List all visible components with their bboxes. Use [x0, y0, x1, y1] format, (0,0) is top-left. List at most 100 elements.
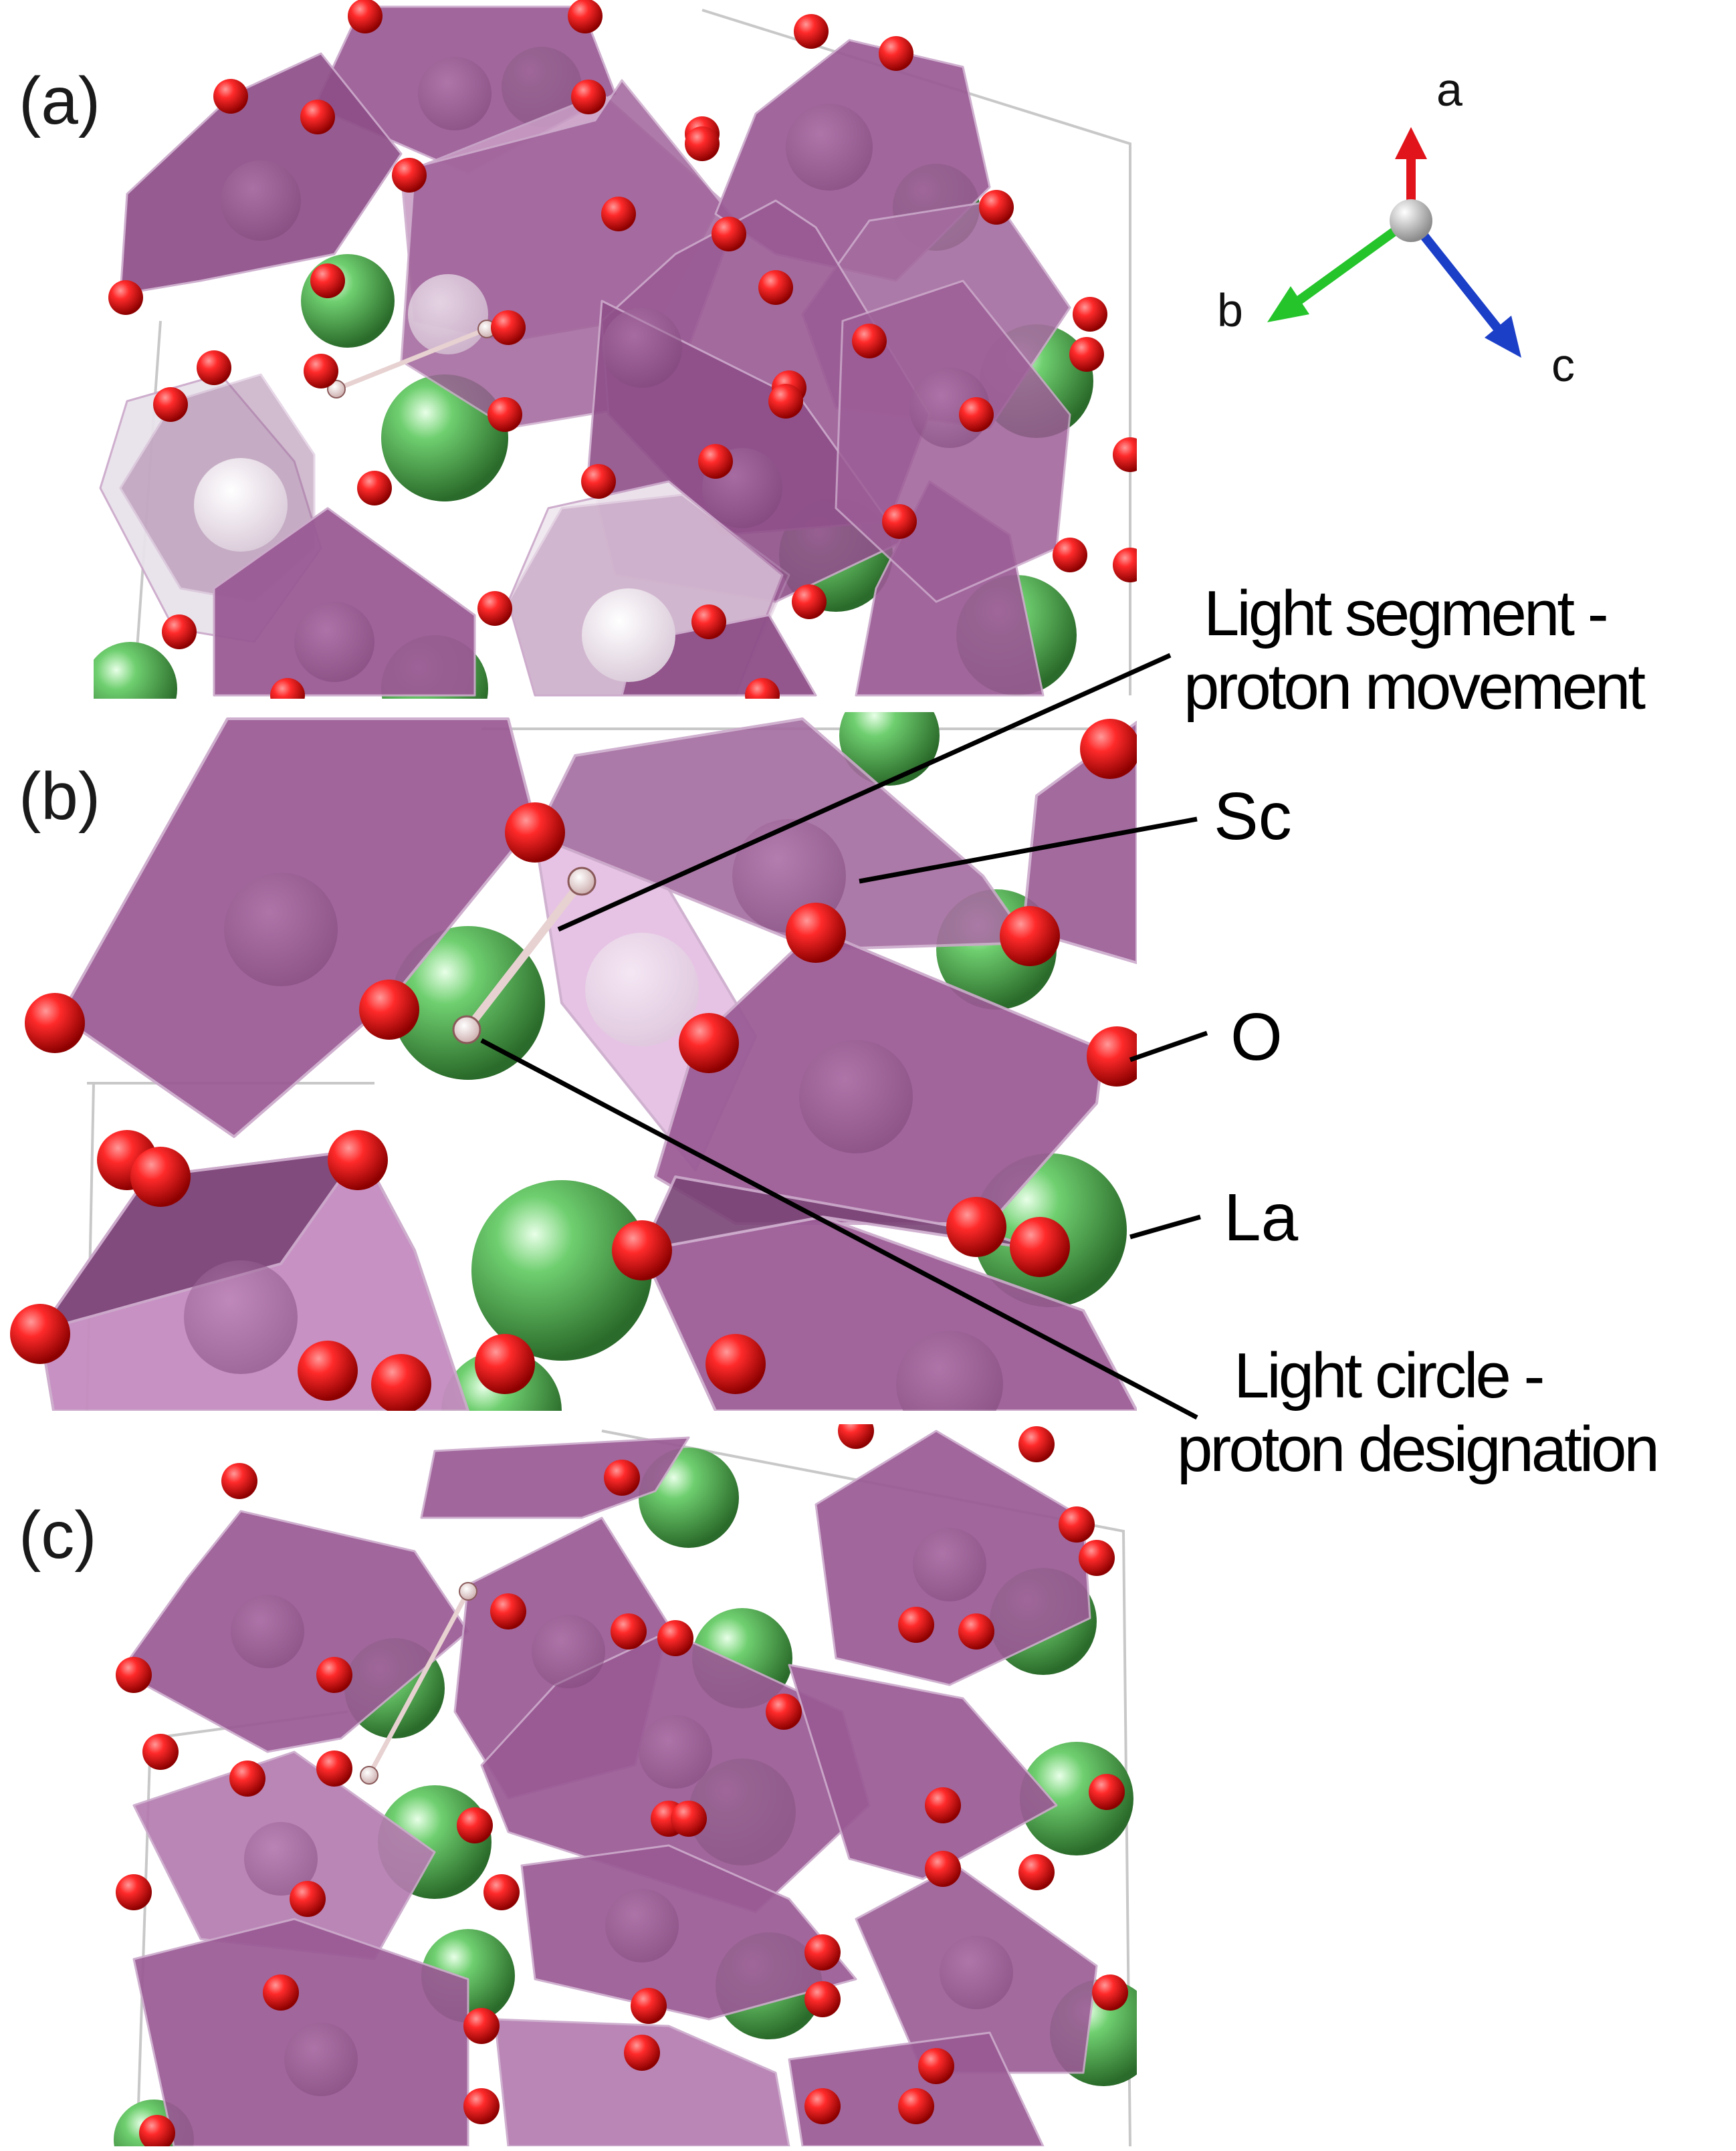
oxygen-atom-icon — [477, 591, 512, 626]
oxygen-atom-icon — [898, 1607, 934, 1643]
sc-atoms-layer — [184, 819, 1003, 1411]
oxygen-atom-icon — [290, 1881, 326, 1917]
oxygen-atom-icon — [581, 464, 616, 499]
oxygen-atom-icon — [1113, 548, 1137, 582]
oxygen-atom-icon — [221, 1463, 257, 1499]
oxygen-atom-icon — [108, 280, 143, 315]
white-sites-layer — [194, 274, 675, 682]
oxygen-atom-icon — [768, 384, 803, 419]
segment-note-line1: Light segment - — [1204, 578, 1606, 649]
oxygen-atom-icon — [657, 1620, 693, 1656]
oxygen-atom-icon — [304, 354, 338, 388]
oxygen-atom-icon — [604, 1460, 640, 1496]
oxygen-atom-icon — [918, 2048, 954, 2084]
axis-a-label: a — [1436, 64, 1462, 116]
oxygen-atom-icon — [197, 350, 231, 385]
proton-path-b — [452, 867, 596, 1044]
oxygen-atom-icon — [786, 903, 846, 963]
oxygen-atom-icon — [624, 2035, 660, 2071]
oxygen-atom-icon — [263, 1974, 299, 2011]
annotations: Light segment - proton movement Sc O La … — [480, 578, 1660, 1485]
oxygen-atom-icon — [804, 1934, 841, 1970]
la-atoms-layer — [391, 712, 1127, 1411]
oxygen-atom-icon — [1079, 1540, 1115, 1576]
oxygen-atom-icon — [1087, 1026, 1137, 1087]
oxygen-atom-icon — [270, 678, 305, 699]
oxygen-atom-icon — [958, 1613, 994, 1650]
axis-c-label: c — [1551, 339, 1575, 391]
oxygen-atom-icon — [804, 1981, 841, 2017]
axis-c-arrow — [1407, 216, 1505, 336]
oxygen-atom-icon — [491, 310, 526, 345]
sc-atoms-layer — [231, 1528, 1013, 2096]
oxygen-atom-icon — [898, 2088, 934, 2124]
oxygen-atom-icon — [1000, 906, 1060, 966]
oxygen-atom-icon — [882, 504, 917, 539]
oxygen-atom-icon — [116, 1657, 152, 1693]
oxygen-atom-icon — [1092, 1974, 1128, 2011]
oxygen-atom-icon — [979, 190, 1014, 225]
o-label: O — [1230, 1000, 1283, 1074]
oxygen-atom-icon — [685, 126, 720, 161]
oxygen-atom-icon — [328, 1130, 388, 1190]
oxygen-atom-icon — [463, 2088, 500, 2124]
oxygen-atom-icon — [631, 1988, 667, 2024]
segment-leader-line — [557, 653, 1172, 932]
oxygen-atom-icon — [601, 197, 636, 231]
oxygen-atom-icon — [1073, 297, 1107, 332]
oxygen-atom-icon — [671, 1801, 707, 1837]
oxygen-atom-icon — [487, 397, 522, 432]
oxygen-atom-icon — [1010, 1217, 1070, 1277]
oxygen-atom-icon — [568, 0, 603, 33]
oxygen-atom-icon — [758, 270, 793, 305]
oxygen-atom-icon — [25, 993, 85, 1053]
segment-note-line2: proton movement — [1184, 651, 1645, 723]
oxygen-atom-icon — [130, 1147, 191, 1207]
oxygen-atom-icon — [153, 387, 188, 422]
proton-path-c — [360, 1582, 477, 1785]
sc-leader-line — [859, 816, 1198, 884]
oxygen-atom-icon — [483, 1874, 520, 1910]
oxygen-atoms-a — [108, 0, 1137, 699]
oxygen-atom-icon — [490, 1593, 526, 1629]
oxygen-atom-icon — [879, 36, 913, 71]
oxygen-atom-icon — [116, 1874, 152, 1910]
oxygen-atom-icon — [1089, 1774, 1125, 1810]
oxygen-atom-icon — [794, 14, 829, 49]
oxygen-atom-icon — [348, 0, 383, 33]
circle-note-line2: proton designation — [1177, 1413, 1657, 1485]
axis-b-arrow — [1284, 215, 1414, 313]
oxygen-atom-icon — [1018, 1426, 1055, 1462]
sc-label: Sc — [1214, 779, 1292, 854]
o-leader-line — [1129, 1030, 1208, 1062]
sc-atoms-layer — [221, 57, 990, 682]
axis-a-arrowhead — [1395, 127, 1427, 159]
oxygen-atom-icon — [139, 2115, 175, 2146]
oxygen-atom-icon — [1113, 437, 1137, 472]
oxygen-atom-icon — [10, 1304, 70, 1364]
panel-c-label: (c) — [19, 1498, 97, 1573]
axis-origin — [1390, 199, 1432, 242]
oxygen-atom-icon — [505, 802, 565, 863]
oxygen-atom-icon — [804, 2088, 841, 2124]
panel-b-label: (b) — [19, 759, 100, 834]
proton-path-a — [327, 320, 496, 399]
oxygen-atom-icon — [611, 1613, 647, 1650]
la-leader-line — [1129, 1214, 1201, 1240]
oxygen-atom-icon — [698, 444, 733, 479]
oxygen-atom-icon — [1059, 1506, 1095, 1543]
oxygen-atom-icon — [392, 158, 427, 193]
oxygen-atom-icon — [229, 1761, 265, 1797]
oxygen-atoms-c — [116, 1424, 1128, 2146]
oxygen-atom-icon — [679, 1013, 739, 1073]
oxygen-atom-icon — [1053, 538, 1087, 572]
oxygen-atom-icon — [316, 1657, 352, 1693]
oxygen-atom-icon — [946, 1197, 1006, 1257]
oxygen-atom-icon — [852, 324, 887, 358]
oxygen-atom-icon — [925, 1787, 961, 1823]
oxygen-atom-icon — [1018, 1854, 1055, 1890]
oxygen-atom-icon — [792, 584, 827, 619]
panel-c — [114, 1424, 1137, 2146]
oxygen-atom-icon — [371, 1354, 431, 1411]
